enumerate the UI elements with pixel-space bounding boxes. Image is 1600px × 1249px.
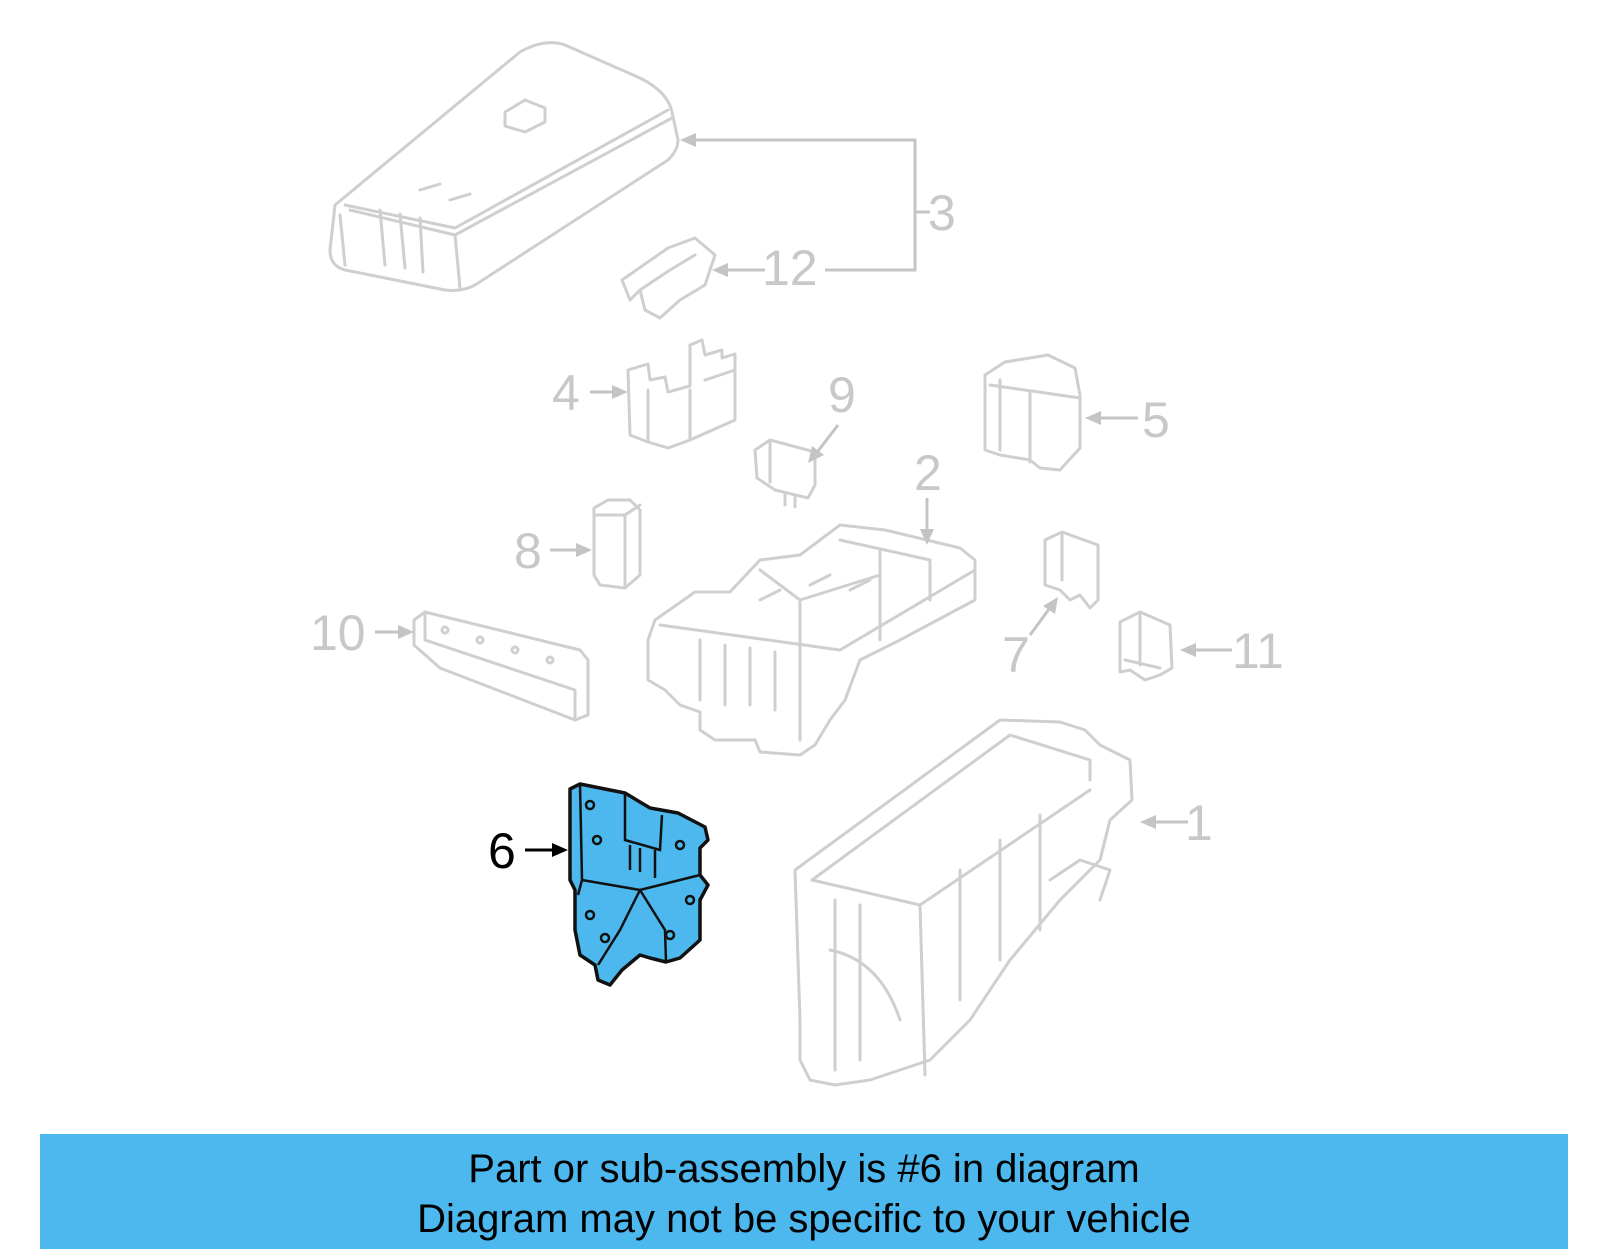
leader-lines bbox=[375, 133, 1232, 857]
banner-line-part-number: Part or sub-assembly is #6 in diagram bbox=[468, 1147, 1140, 1191]
part-2-fuse-block bbox=[646, 523, 977, 757]
callout-1: 1 bbox=[1185, 795, 1213, 851]
callout-2: 2 bbox=[914, 445, 942, 501]
part-5 bbox=[983, 353, 1082, 472]
part-1-housing bbox=[793, 718, 1134, 1087]
callout-5: 5 bbox=[1142, 392, 1170, 448]
callout-6: 6 bbox=[488, 823, 516, 879]
part-4 bbox=[626, 338, 737, 450]
callout-11: 11 bbox=[1232, 623, 1284, 679]
callout-8: 8 bbox=[514, 523, 542, 579]
info-banner: Part or sub-assembly is #6 in diagram Di… bbox=[40, 1134, 1568, 1249]
part-3-cover bbox=[328, 41, 680, 292]
part-7 bbox=[1043, 530, 1100, 610]
part-10 bbox=[412, 610, 590, 722]
part-8 bbox=[592, 498, 642, 590]
callout-7: 7 bbox=[1002, 627, 1030, 683]
callout-10: 10 bbox=[310, 605, 366, 661]
callout-3: 3 bbox=[928, 185, 956, 241]
callout-4: 4 bbox=[552, 365, 580, 421]
part-6-highlighted bbox=[568, 782, 710, 987]
part-9 bbox=[753, 438, 817, 509]
callout-9: 9 bbox=[828, 367, 856, 423]
part-12 bbox=[620, 236, 717, 320]
part-11 bbox=[1118, 610, 1174, 682]
banner-line-disclaimer: Diagram may not be specific to your vehi… bbox=[417, 1197, 1191, 1241]
callout-12: 12 bbox=[762, 240, 818, 296]
